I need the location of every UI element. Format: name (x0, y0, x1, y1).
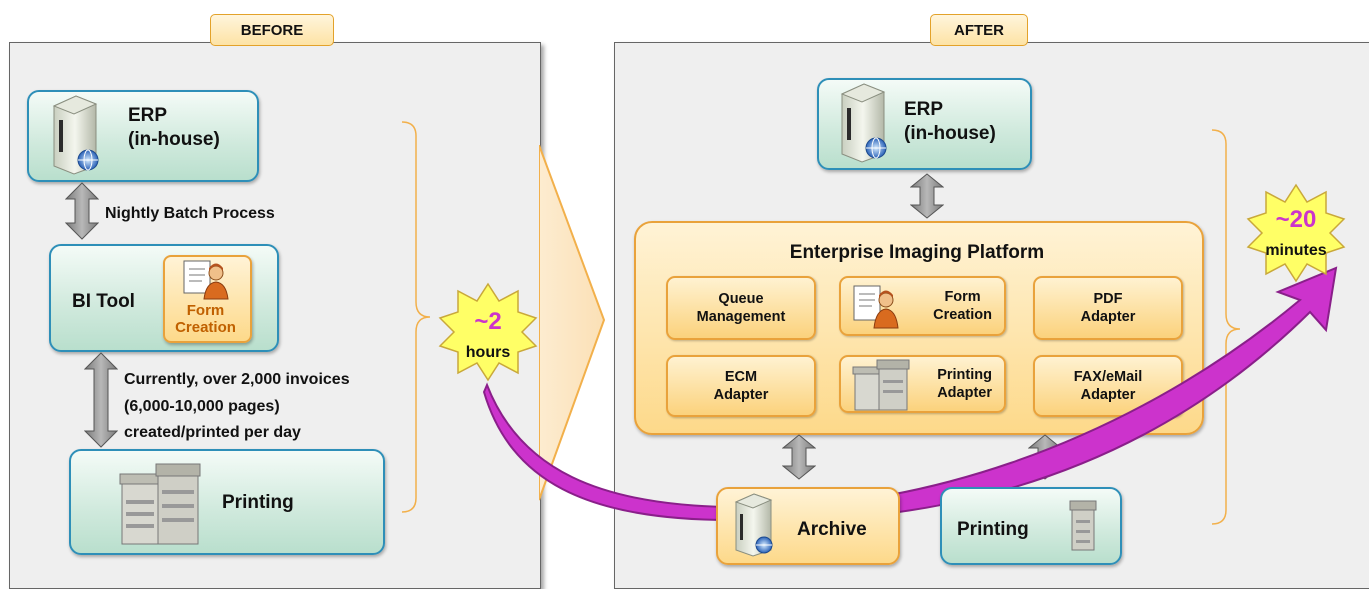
server-globe-icon (734, 493, 773, 557)
printer-icon (1069, 500, 1097, 551)
platform-title: Enterprise Imaging Platform (789, 242, 1045, 263)
transition-chevron (539, 145, 606, 501)
printing-label-before: Printing (222, 492, 294, 513)
time-star-after (1246, 183, 1346, 283)
erp-label-line1: ERP (128, 105, 168, 126)
form-label-line2: Creation (175, 319, 236, 336)
double-arrow-icon (910, 173, 944, 219)
time-after-value: ~20 (1275, 206, 1317, 233)
batch-process-label: Nightly Batch Process (105, 205, 275, 222)
before-tab: BEFORE (210, 14, 334, 46)
invoices-line1: Currently, over 2,000 invoices (124, 371, 350, 388)
scope-bracket (401, 121, 431, 513)
printing-label-after: Printing (957, 519, 1029, 540)
printer-icon (852, 359, 910, 411)
time-before-unit: hours (465, 344, 511, 361)
erp-label-line1: ERP (904, 99, 944, 120)
printer-icon (119, 463, 201, 545)
archive-label: Archive (797, 519, 867, 540)
erp-label-line2: (in-house) (128, 129, 220, 150)
after-tab: AFTER (930, 14, 1028, 46)
time-star-before (438, 282, 538, 382)
printing-box-after (940, 487, 1122, 565)
form-person-icon (853, 285, 899, 329)
invoices-line3: created/printed per day (124, 424, 301, 441)
form-label-line1: Form (186, 302, 225, 319)
invoices-line2: (6,000-10,000 pages) (124, 398, 280, 415)
double-arrow-icon (84, 352, 118, 448)
double-arrow-icon (65, 182, 99, 240)
form-person-icon (183, 260, 229, 300)
erp-label-line2: (in-house) (904, 123, 996, 144)
time-before-value: ~2 (474, 308, 502, 335)
time-after-unit: minutes (1265, 242, 1327, 259)
bi-tool-label: BI Tool (72, 291, 135, 312)
server-globe-icon (52, 95, 99, 175)
server-globe-icon (840, 83, 887, 163)
scope-bracket (1211, 129, 1241, 525)
double-arrow-icon (782, 434, 816, 480)
